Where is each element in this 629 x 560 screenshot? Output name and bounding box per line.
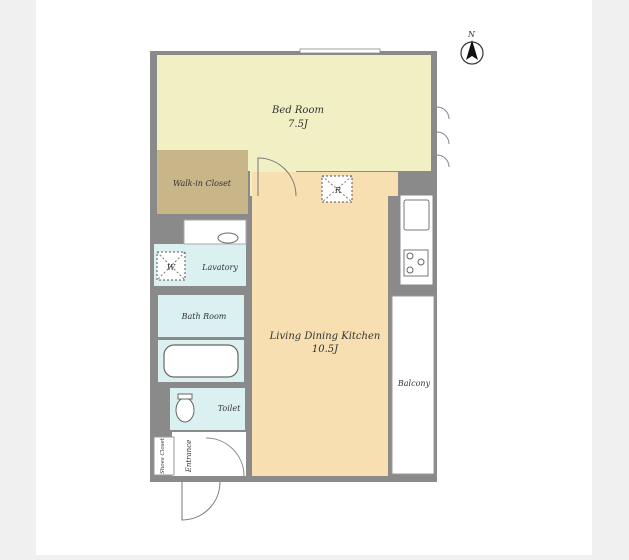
- bathroom-label: Bath Room: [181, 312, 227, 321]
- bedroom-size: 7.5J: [288, 119, 309, 130]
- walkin-closet-floor: [157, 150, 248, 214]
- shoes-closet-box: [153, 436, 175, 476]
- walkin-closet-label: Walk-in Closet: [173, 179, 232, 188]
- toilet-tank: [177, 393, 193, 400]
- bedroom-door-swing: [257, 157, 297, 197]
- window-arc-1: [436, 106, 450, 120]
- shoes-closet-label: Shoes Closet: [160, 437, 166, 474]
- bathroom-floor: [158, 295, 244, 337]
- bedroom-label: Bed Room: [271, 105, 324, 116]
- entrance-label: Entrance: [185, 440, 193, 474]
- washer-symbol: W: [167, 263, 176, 272]
- inner-door-swing: [205, 437, 245, 477]
- ldk-upper-floor: [252, 172, 318, 196]
- burner-3: [406, 266, 414, 274]
- refrigerator-symbol: R: [334, 186, 341, 195]
- wash-basin: [217, 232, 239, 244]
- north-arrow-icon: [466, 40, 478, 60]
- toilet-label: Toilet: [218, 404, 241, 413]
- refrigerator-diag-2: [321, 175, 353, 203]
- burner-1: [406, 252, 414, 260]
- refrigerator-diag-1: [321, 175, 353, 203]
- washer-diag-2: [156, 251, 186, 281]
- window-arc-2: [436, 131, 450, 145]
- balcony-label: Balcony: [397, 379, 431, 388]
- lavatory-label: Lavatory: [201, 263, 238, 272]
- toilet-bowl: [175, 397, 195, 423]
- entrance-floor: [172, 432, 246, 476]
- ldk-floor: [252, 195, 388, 476]
- entrance-door-swing: [181, 481, 221, 521]
- ldk-size: 10.5J: [312, 344, 339, 355]
- north-label: N: [467, 30, 476, 39]
- window-arc-3: [436, 154, 450, 168]
- ldk-label: Living Dining Kitchen: [269, 331, 381, 342]
- top-window: [299, 48, 381, 54]
- washer-diag-1: [156, 251, 186, 281]
- bathtub: [163, 344, 239, 378]
- burner-2: [417, 258, 425, 266]
- kitchen-sink: [403, 199, 430, 231]
- balcony: [391, 295, 435, 475]
